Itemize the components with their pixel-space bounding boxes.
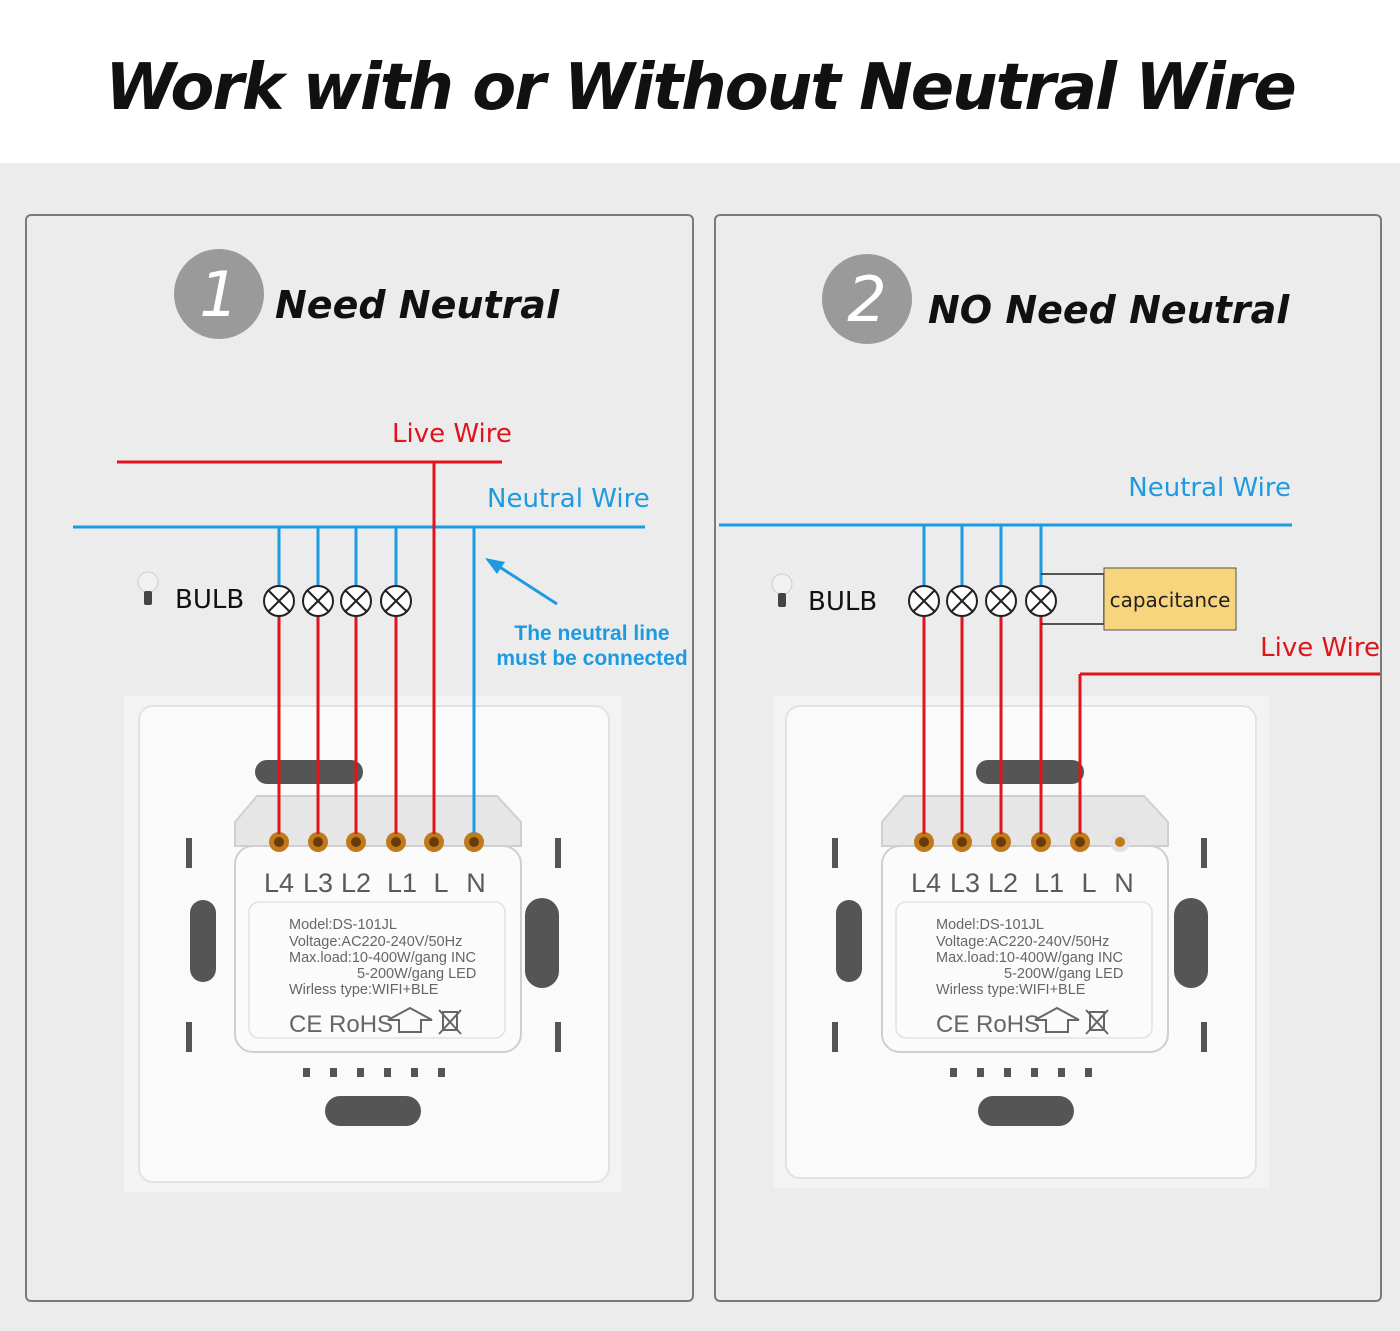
- live-wire-label: Live Wire: [392, 419, 512, 449]
- terminal-label-l: L: [1081, 868, 1096, 898]
- header-band: Work with or Without Neutral Wire: [0, 0, 1400, 163]
- panel-heading: NO Need Neutral: [928, 288, 1290, 332]
- spec-voltage: Voltage:AC220-240V/50Hz: [289, 934, 462, 950]
- spec-model: Model:DS-101JL: [289, 917, 397, 933]
- light-bulb-icon: [771, 573, 793, 607]
- step-number: 2: [847, 263, 886, 336]
- terminal-label-l: L: [433, 868, 448, 898]
- bulb-symbols: [908, 585, 1057, 617]
- terminal-label-l2: L2: [341, 868, 371, 898]
- terminal-label-l2: L2: [988, 868, 1018, 898]
- weee-bin-icon: [1085, 1009, 1109, 1035]
- light-bulb-icon: [137, 571, 159, 605]
- need-neutral-diagram: 1 Need Neutral: [73, 249, 688, 1192]
- neutral-note-line1: The neutral line: [514, 622, 669, 645]
- step-badge: [174, 249, 264, 339]
- panel-need-neutral: 1 Need Neutral: [25, 214, 694, 1302]
- terminal-label-l3: L3: [950, 868, 980, 898]
- wiring: [719, 523, 1380, 834]
- relay-module: [234, 795, 522, 1077]
- terminal-label-l1: L1: [387, 868, 417, 898]
- spec-max-load-led: 5-200W/gang LED: [357, 966, 476, 982]
- step-badge: [822, 254, 912, 344]
- panel-no-need-neutral: 2 NO Need Neutral: [714, 214, 1382, 1302]
- bulb-label: BULB: [808, 587, 877, 617]
- screw-terminals: [914, 832, 1130, 852]
- weee-bin-icon: [438, 1009, 462, 1035]
- no-need-neutral-diagram: 2 NO Need Neutral: [719, 254, 1380, 1188]
- step-number: 1: [199, 258, 238, 331]
- spec-wireless: Wirless type:WIFI+BLE: [289, 982, 439, 998]
- wiring: [73, 460, 645, 834]
- live-wire-label: Live Wire: [1260, 633, 1380, 663]
- capacitance-label: capacitance: [1110, 588, 1231, 612]
- spec-max-load: Max.load:10-400W/gang INC: [289, 950, 476, 966]
- home-icon: [1034, 1006, 1080, 1033]
- bulb-label: BULB: [175, 585, 244, 615]
- terminal-label-l4: L4: [911, 868, 941, 898]
- certification-marks: CE RoHS: [936, 1011, 1040, 1038]
- neutral-wire-label: Neutral Wire: [487, 484, 650, 514]
- arrow-icon: [485, 558, 558, 606]
- terminal-label-l4: L4: [264, 868, 294, 898]
- spec-voltage: Voltage:AC220-240V/50Hz: [936, 934, 1109, 950]
- neutral-wire-label: Neutral Wire: [1128, 473, 1291, 503]
- capacitance-box: [1103, 567, 1237, 631]
- terminal-label-l3: L3: [303, 868, 333, 898]
- terminal-label-l1: L1: [1034, 868, 1064, 898]
- terminal-label-n: N: [1114, 868, 1134, 898]
- spec-wireless: Wirless type:WIFI+BLE: [936, 982, 1086, 998]
- relay-module: [881, 795, 1169, 1077]
- panel-heading: Need Neutral: [275, 283, 560, 327]
- certification-marks: CE RoHS: [289, 1011, 393, 1038]
- spec-max-load: Max.load:10-400W/gang INC: [936, 950, 1123, 966]
- home-icon: [387, 1006, 433, 1033]
- spec-max-load-led: 5-200W/gang LED: [1004, 966, 1123, 982]
- page-title: Work with or Without Neutral Wire: [105, 51, 1296, 125]
- terminal-label-n: N: [466, 868, 486, 898]
- screw-terminals: [269, 832, 484, 852]
- neutral-note-line2: must be connected: [496, 647, 687, 670]
- spec-model: Model:DS-101JL: [936, 917, 1044, 933]
- bulb-symbols: [263, 585, 412, 617]
